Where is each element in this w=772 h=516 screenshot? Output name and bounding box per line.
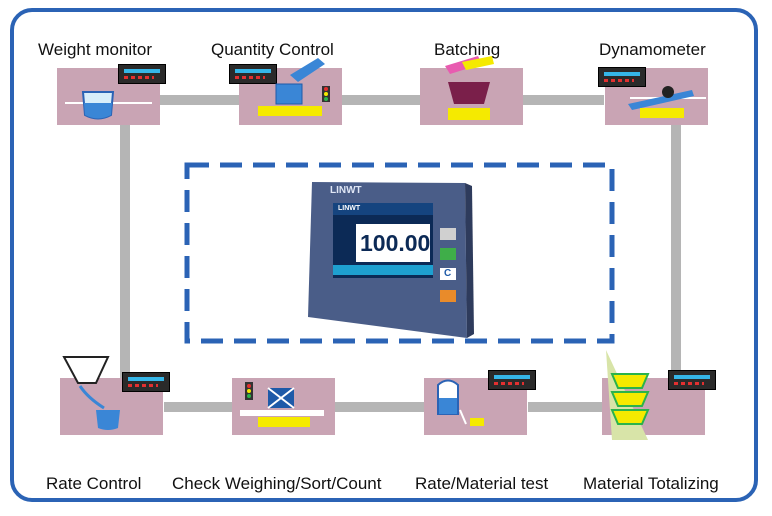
- indicator-display-icon: [488, 370, 536, 390]
- weight-reading: 100.00: [360, 230, 431, 256]
- outer-frame: [10, 8, 758, 502]
- station-label: Rate/Material test: [415, 474, 549, 493]
- tare-button: [440, 248, 456, 260]
- central-dashed-box: [184, 162, 615, 344]
- clear-button: [440, 268, 456, 280]
- station-label: Dynamometer: [599, 40, 706, 59]
- clear-button-label: C: [444, 268, 452, 279]
- station-label: Rate Control: [46, 474, 142, 493]
- indicator-display-icon: [668, 370, 716, 390]
- station-label: Material Totalizing: [583, 474, 719, 493]
- print-button: [440, 290, 456, 302]
- station-label: Batching: [434, 40, 501, 59]
- indicator-display-icon: [118, 64, 166, 84]
- station-label: Quantity Control: [211, 40, 334, 59]
- station-label: Weight monitor: [38, 40, 153, 59]
- screen-logo: LINWT: [338, 205, 361, 212]
- indicator-display-icon: [229, 64, 277, 84]
- zero-button: [440, 228, 456, 240]
- indicator-display-icon: [598, 67, 646, 87]
- station-label: Check Weighing/Sort/Count: [172, 474, 382, 493]
- device-brand-logo: LINWT: [330, 185, 362, 196]
- indicator-display-icon: [122, 372, 170, 392]
- reading-panel: [356, 224, 430, 262]
